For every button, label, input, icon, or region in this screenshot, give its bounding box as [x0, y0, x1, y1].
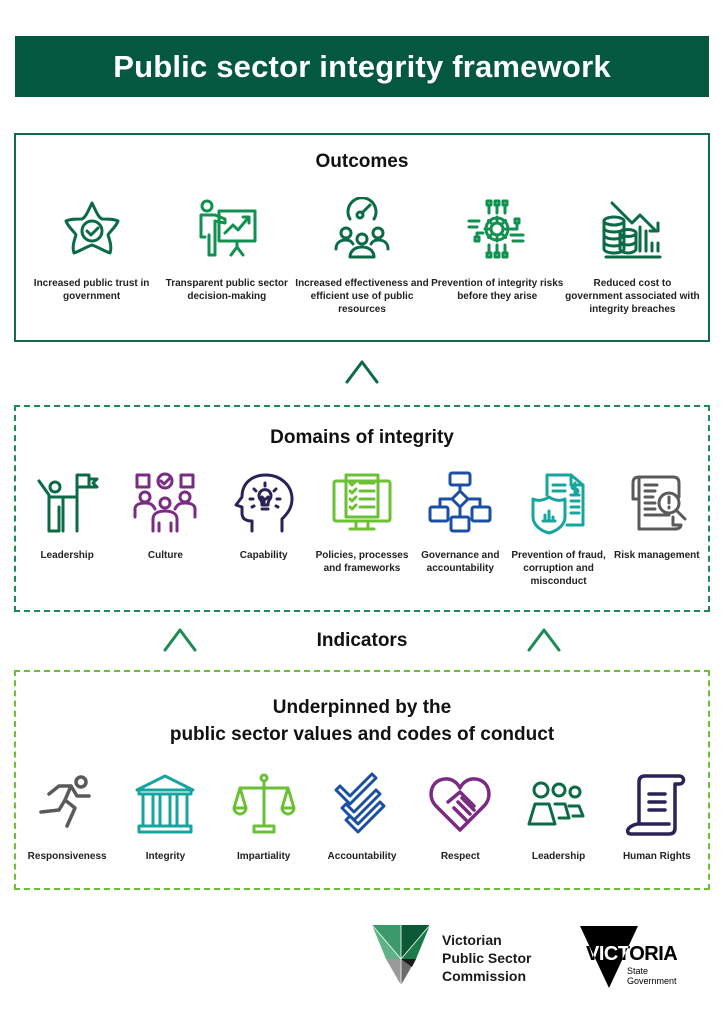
outcome-item: Increased effectiveness and efficient us…	[294, 197, 429, 316]
domain-item: Leadership	[18, 471, 116, 588]
value-item: Respect	[411, 772, 509, 863]
domain-item: Prevention of fraud, corruption and misc…	[509, 471, 607, 588]
value-item: Accountability	[313, 772, 411, 863]
domains-title: Domains of integrity	[270, 427, 454, 448]
value-item: Integrity	[116, 772, 214, 863]
outcomes-section: Outcomes Increased public trust in gover…	[14, 133, 710, 342]
coins-decline-icon	[600, 197, 664, 261]
domain-item: Governance and accountability	[411, 471, 509, 588]
vpsc-logo-text: Victorian Public Sector Commission	[442, 931, 531, 985]
scales-icon	[232, 772, 296, 836]
team-gauge-icon	[330, 197, 394, 261]
victoria-sub-line: Government	[627, 976, 677, 986]
victoria-subtitle: State Government	[627, 966, 677, 986]
value-label: Human Rights	[622, 851, 691, 862]
arrow-up-icon	[345, 360, 379, 384]
outcomes-title: Outcomes	[315, 151, 409, 172]
outcome-label: Prevention of integrity risks before the…	[431, 278, 564, 302]
domain-label: Leadership	[40, 550, 94, 561]
values-section: Underpinned by the public sector values …	[14, 670, 710, 890]
victoria-sub-line: State	[627, 966, 649, 976]
head-bulb-icon	[232, 471, 296, 535]
domain-label: Governance and accountability	[421, 550, 500, 574]
vpsc-line: Commission	[442, 968, 527, 984]
page-title: Public sector integrity framework	[113, 48, 611, 84]
outcome-label: Increased effectiveness and efficient us…	[295, 278, 429, 315]
victoria-wordmark: VICTORIA	[586, 943, 678, 965]
stacked-checks-icon	[330, 772, 394, 836]
vpsc-line: Public Sector	[442, 950, 532, 966]
value-label: Responsiveness	[27, 851, 107, 862]
domains-section: Domains of integrity Leadership	[14, 405, 710, 612]
heart-handshake-icon	[428, 772, 492, 836]
values-title-line1: Underpinned by the	[272, 697, 452, 718]
vpsc-logo-icon	[372, 925, 430, 985]
domain-label: Culture	[147, 550, 183, 561]
victoria-triangle-icon	[580, 926, 638, 988]
gear-circuit-icon	[465, 197, 529, 261]
outcome-label: Transparent public sector decision-makin…	[165, 278, 288, 302]
value-item: Leadership	[509, 772, 607, 863]
value-label: Accountability	[327, 851, 397, 862]
domain-label: Policies, processes and frameworks	[315, 550, 409, 574]
value-label: Impartiality	[237, 851, 291, 862]
domain-item: Policies, processes and frameworks	[313, 471, 411, 588]
value-label: Respect	[440, 851, 480, 862]
values-title: Underpinned by the public sector values …	[16, 694, 708, 748]
outcome-label: Increased public trust in government	[33, 278, 150, 302]
value-item: Impartiality	[215, 772, 313, 863]
outcome-item: Increased public trust in government	[24, 197, 159, 316]
group-check-icon	[133, 471, 197, 535]
arrow-up-icon	[163, 628, 197, 652]
outcome-item: Reduced cost to government associated wi…	[565, 197, 700, 316]
building-columns-icon	[133, 772, 197, 836]
value-item: Responsiveness	[18, 772, 116, 863]
scroll-magnifier-icon	[625, 471, 689, 535]
values-title-line2: public sector values and codes of conduc…	[169, 724, 555, 745]
outcome-item: Transparent public sector decision-makin…	[159, 197, 294, 316]
person-flag-icon	[35, 471, 99, 535]
outcome-label: Reduced cost to government associated wi…	[565, 278, 700, 315]
domain-item: Culture	[116, 471, 214, 588]
domain-label: Prevention of fraud, corruption and misc…	[511, 550, 606, 587]
domain-item: Capability	[215, 471, 313, 588]
running-person-icon	[35, 772, 99, 836]
arrow-up-icon	[527, 628, 561, 652]
vpsc-line: Victorian	[442, 932, 502, 948]
outcome-item: Prevention of integrity risks before the…	[430, 197, 565, 316]
domain-label: Capability	[239, 550, 288, 561]
star-check-icon	[60, 197, 124, 261]
monitor-checklist-icon	[330, 471, 394, 535]
shield-document-icon	[527, 471, 591, 535]
presenter-chart-icon	[195, 197, 259, 261]
title-banner: Public sector integrity framework	[15, 36, 709, 97]
domain-item: Risk management	[608, 471, 706, 588]
indicators-label: Indicators	[316, 630, 408, 651]
scroll-icon	[625, 772, 689, 836]
flowchart-icon	[428, 471, 492, 535]
value-item: Human Rights	[608, 772, 706, 863]
domain-label: Risk management	[614, 550, 700, 561]
people-group-icon	[527, 772, 591, 836]
value-label: Leadership	[531, 851, 586, 862]
value-label: Integrity	[145, 851, 186, 862]
